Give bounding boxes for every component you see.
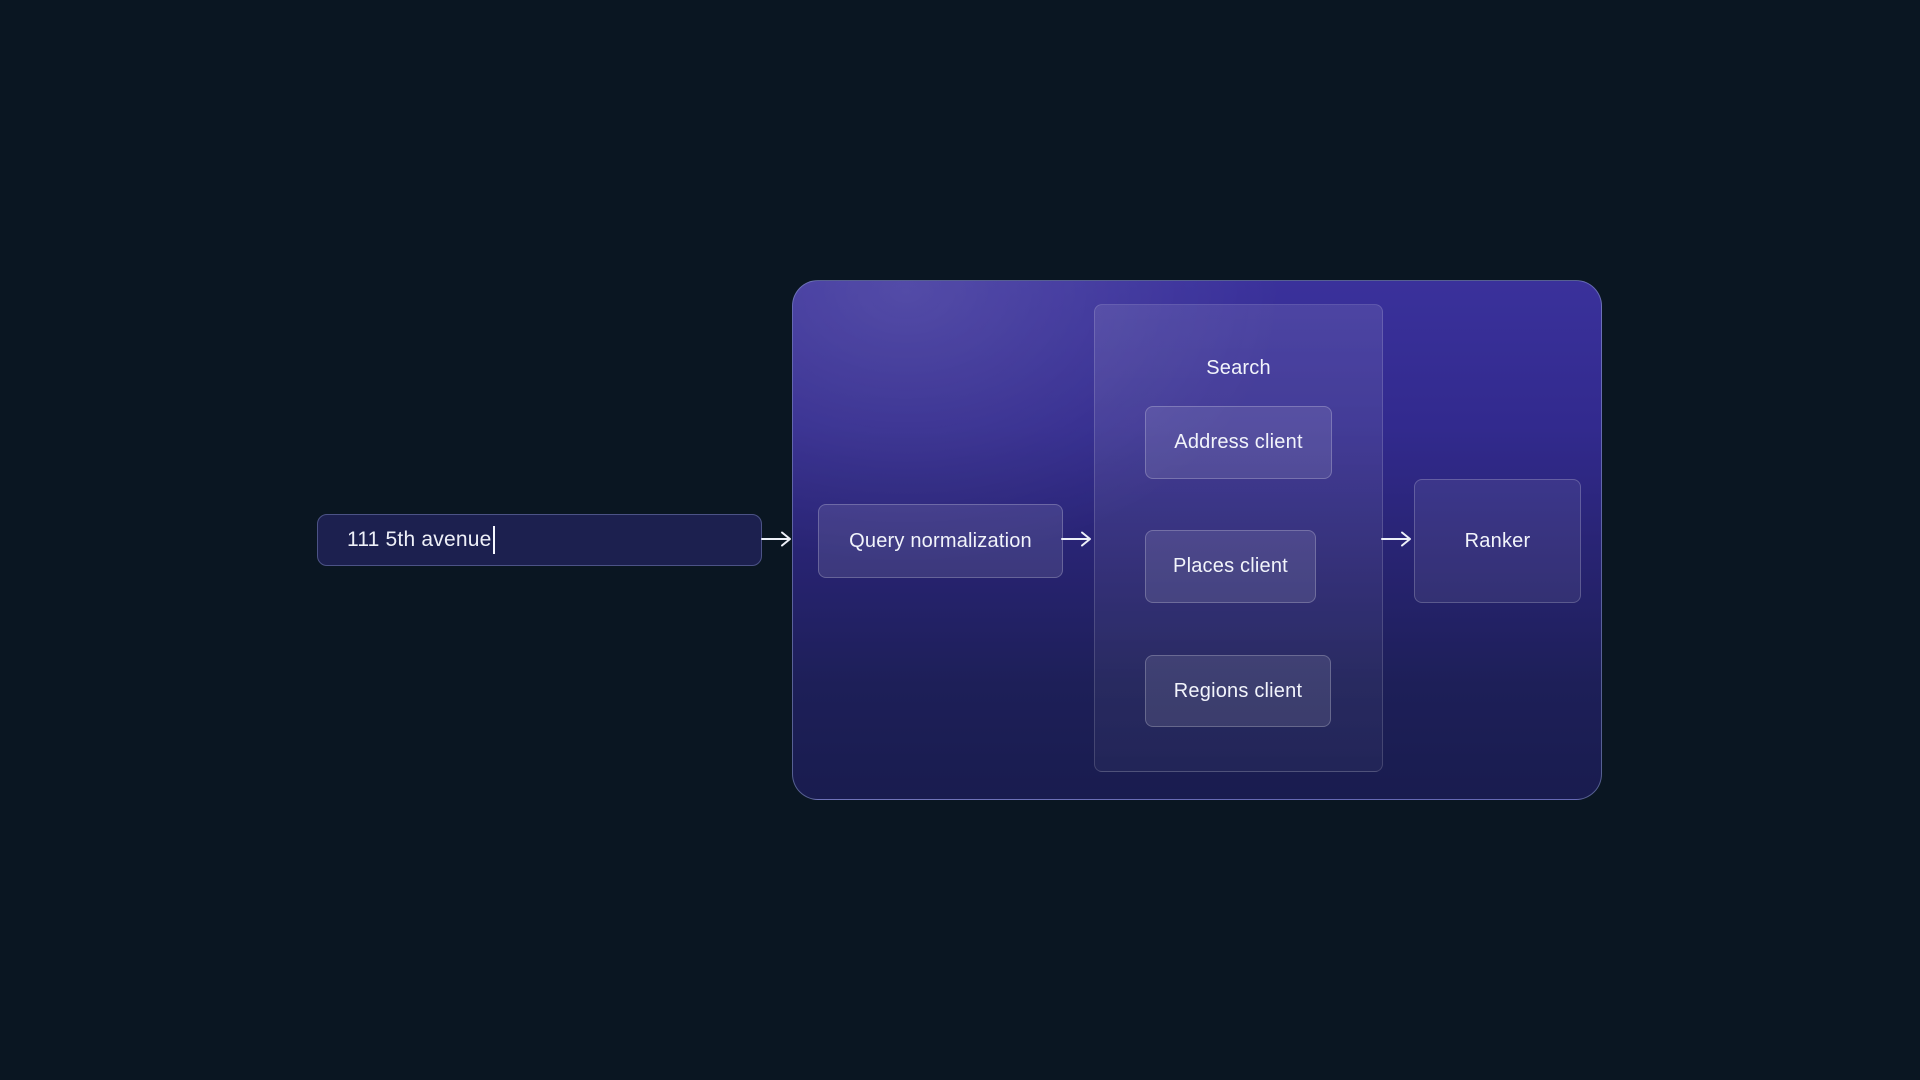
arrow-right-icon [1061, 531, 1091, 547]
query-input-value: 111 5th avenue [347, 528, 492, 551]
pipeline-container: Query normalization Search Address clien… [792, 280, 1602, 800]
search-group-title: Search [1206, 357, 1271, 379]
arrow-right-icon [761, 531, 791, 547]
stage-regions-client-label: Regions client [1173, 679, 1303, 702]
query-input[interactable]: 111 5th avenue [317, 514, 762, 566]
stage-address-client-label: Address client [1174, 431, 1303, 453]
stage-places-client: Places client [1145, 530, 1316, 603]
arrow-right-icon [1381, 531, 1411, 547]
stage-ranker: Ranker [1414, 479, 1581, 603]
stage-query-normalization: Query normalization [818, 504, 1063, 578]
stage-regions-client: Regions client [1145, 655, 1331, 727]
stage-places-client-label: Places client [1173, 555, 1288, 577]
stage-ranker-label: Ranker [1464, 529, 1531, 552]
search-group: Search Address client Places client Regi… [1094, 304, 1383, 772]
text-cursor-icon [493, 526, 496, 554]
stage-address-client: Address client [1145, 406, 1332, 479]
stage-query-normalization-label: Query normalization [849, 529, 1032, 552]
